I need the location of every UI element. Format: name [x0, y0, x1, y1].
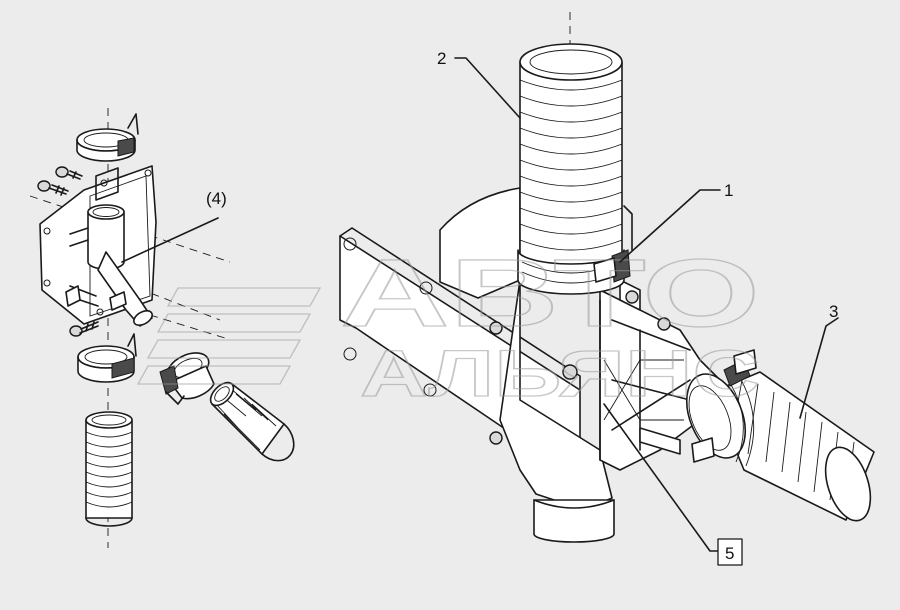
- left-corrugated-hose: [85, 411, 133, 527]
- callout-5: 5: [725, 544, 734, 563]
- angled-hose-clamp: [159, 352, 215, 405]
- watermark-line-2: АЛЬЯНС: [360, 336, 760, 410]
- side-corrugated-hose: [711, 371, 875, 522]
- angled-corrugated-hose: [209, 381, 295, 462]
- callout-2: 2: [437, 49, 446, 68]
- watermark-line-1: АВТО: [340, 240, 760, 347]
- callout-1: 1: [724, 181, 733, 200]
- callout-3: 3: [829, 302, 838, 321]
- watermark-logo: АВТО АЛЬЯНС: [136, 239, 761, 411]
- callout-4: (4): [206, 189, 227, 208]
- top-hose-clamp: [76, 113, 139, 162]
- bottom-outlet-pipe: [533, 499, 615, 543]
- upper-corrugated-hose: [519, 43, 623, 277]
- mounting-screws: [37, 166, 99, 337]
- bottom-hose-clamp: [77, 333, 137, 383]
- y-branch-fitting: [65, 204, 153, 327]
- watermark-emblem-icon: [136, 287, 322, 385]
- side-hose-clamp: [685, 349, 757, 467]
- callouts: 2 1 3 (4) 5: [206, 49, 838, 566]
- callout-5-box: [717, 538, 743, 566]
